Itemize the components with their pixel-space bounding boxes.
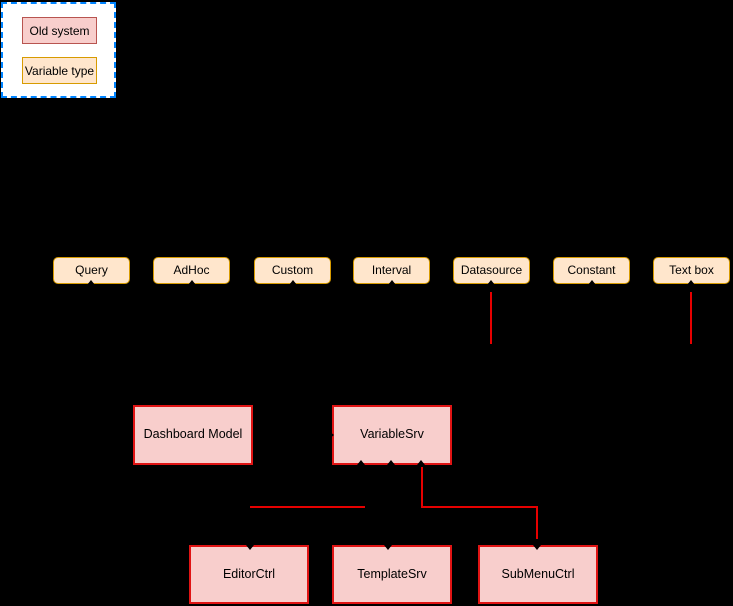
arrowhead-adhoc bbox=[188, 280, 196, 285]
arrowhead-editorctrl-top bbox=[246, 545, 254, 550]
connector-variablesrv-submenuctrl-horizontal bbox=[421, 506, 538, 508]
node-dashboard-model-label: Dashboard Model bbox=[143, 427, 243, 442]
arrowhead-variablesrv-bottom-1 bbox=[357, 460, 365, 465]
arrowhead-textbox bbox=[687, 280, 695, 285]
node-variablesrv-label: VariableSrv bbox=[360, 427, 424, 442]
arrowhead-variablesrv-bottom-2 bbox=[387, 460, 395, 465]
node-query: Query bbox=[53, 257, 130, 284]
arrowhead-query bbox=[87, 280, 95, 285]
node-dashboard-model: Dashboard Model bbox=[133, 405, 253, 465]
node-custom-label: Custom bbox=[271, 262, 314, 277]
arrowhead-datasource bbox=[487, 280, 495, 285]
legend-old-system-label: Old system bbox=[29, 23, 90, 38]
node-editorctrl-label: EditorCtrl bbox=[222, 566, 276, 581]
connector-textbox-down bbox=[690, 292, 692, 344]
legend-old-system-swatch: Old system bbox=[22, 17, 97, 44]
node-submenuctrl: SubMenuCtrl bbox=[478, 545, 598, 604]
node-constant-label: Constant bbox=[567, 262, 616, 277]
node-templatesrv-label: TemplateSrv bbox=[357, 566, 427, 581]
legend-container: Old system Variable type bbox=[1, 2, 116, 98]
node-textbox: Text box bbox=[653, 257, 730, 284]
arrowhead-constant bbox=[588, 280, 596, 285]
connector-editorctrl-variablesrv-horizontal bbox=[250, 506, 365, 508]
arrowhead-variablesrv-left bbox=[329, 431, 334, 439]
node-adhoc-label: AdHoc bbox=[173, 262, 210, 277]
connector-variablesrv-down bbox=[421, 467, 423, 508]
node-templatesrv: TemplateSrv bbox=[332, 545, 452, 604]
node-interval-label: Interval bbox=[371, 262, 412, 277]
arrowhead-variablesrv-bottom-3 bbox=[417, 460, 425, 465]
node-editorctrl: EditorCtrl bbox=[189, 545, 309, 604]
node-custom: Custom bbox=[254, 257, 331, 284]
connector-submenuctrl-up bbox=[536, 506, 538, 539]
arrowhead-custom bbox=[289, 280, 297, 285]
node-datasource: Datasource bbox=[453, 257, 530, 284]
node-submenuctrl-label: SubMenuCtrl bbox=[501, 566, 575, 581]
arrowhead-templatesrv-top bbox=[384, 545, 392, 550]
legend-variable-type-label: Variable type bbox=[24, 63, 95, 78]
node-query-label: Query bbox=[75, 262, 108, 277]
arrowhead-interval bbox=[388, 280, 396, 285]
node-variablesrv: VariableSrv bbox=[332, 405, 452, 465]
node-constant: Constant bbox=[553, 257, 630, 284]
legend-variable-type-swatch: Variable type bbox=[22, 57, 97, 84]
node-datasource-label: Datasource bbox=[460, 262, 523, 277]
arrowhead-submenuctrl-top bbox=[533, 545, 541, 550]
node-textbox-label: Text box bbox=[669, 262, 714, 277]
connector-datasource-down bbox=[490, 292, 492, 344]
